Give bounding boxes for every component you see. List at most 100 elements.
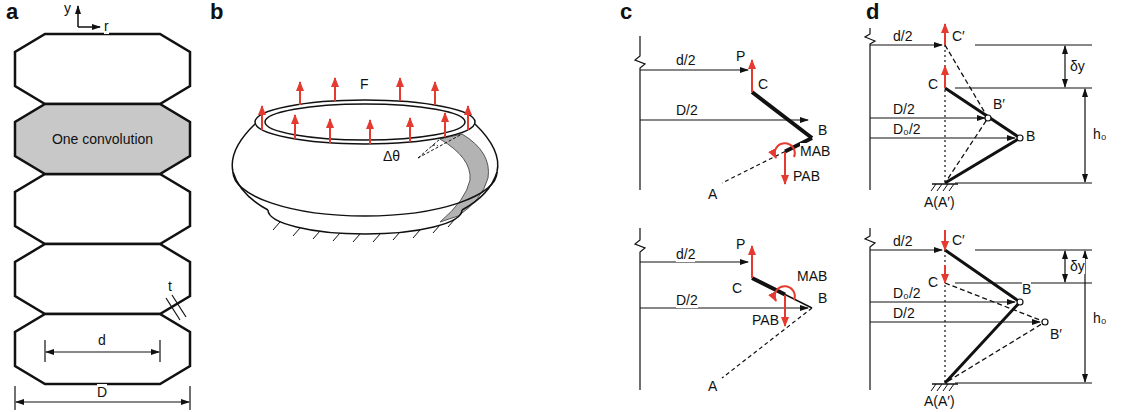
panel-letter: b <box>210 0 223 24</box>
dotted-axis <box>944 250 945 383</box>
symmetry-axis <box>635 36 645 190</box>
ground-hatch <box>333 233 340 241</box>
fixed-support <box>937 384 942 391</box>
dimension-label: D/2 <box>676 102 698 118</box>
point-label: B′ <box>993 96 1005 112</box>
panel-letter: d <box>866 0 879 24</box>
point-label: A <box>708 186 717 202</box>
load-arrow <box>944 230 946 250</box>
point-label: B <box>1026 128 1035 144</box>
angle-marker <box>418 134 462 158</box>
load-arrow <box>752 60 795 326</box>
force-arrow <box>399 78 401 101</box>
dimension-label: D/2 <box>893 101 915 117</box>
linkage <box>945 250 1020 383</box>
force-label: F <box>360 76 369 92</box>
dimension-label: D₀/2 <box>893 285 921 301</box>
fixed-support <box>943 184 948 191</box>
force-label: P <box>736 48 745 64</box>
load-arrow <box>775 286 795 301</box>
symmetry-axis <box>635 28 875 390</box>
dimension-line <box>870 137 1015 138</box>
axis-label: y <box>64 0 71 16</box>
point-label: B <box>1022 281 1031 297</box>
force-label: MAB <box>797 268 827 284</box>
ground-hatch <box>273 222 280 230</box>
bellows-convolution <box>15 244 190 314</box>
dimension-line <box>870 45 1092 383</box>
dimension-line <box>640 119 808 120</box>
beam-segment <box>785 295 812 309</box>
ground-hatch <box>393 232 400 240</box>
force-label: PAB <box>752 312 779 328</box>
fixed-support <box>937 184 942 191</box>
dimension-line <box>870 321 1040 322</box>
point-label: C′ <box>952 232 965 248</box>
ground-hatch <box>448 219 455 227</box>
angle-marker <box>418 134 462 158</box>
ground-hatch <box>413 230 420 238</box>
hinge-point <box>1042 319 1048 325</box>
axis-arrows <box>77 6 79 27</box>
dimension-label: d/2 <box>676 52 695 68</box>
symmetry-axis <box>865 28 875 190</box>
dimension-label: h₀ <box>1093 126 1107 142</box>
force-arrow <box>261 106 263 130</box>
angle-marker <box>432 145 438 146</box>
linkage <box>945 283 1045 383</box>
dimension-line <box>14 386 15 410</box>
dotted-axis <box>944 45 945 383</box>
fixed-support <box>931 384 936 391</box>
load-arrow <box>751 60 753 92</box>
convolution-outline <box>15 104 190 174</box>
point-label: C <box>928 274 938 290</box>
dimension-line <box>1064 251 1065 282</box>
beam-segment <box>722 308 812 378</box>
hinge-point <box>985 115 1048 325</box>
fixed-support <box>931 184 936 191</box>
angle-label: Δθ <box>383 148 400 164</box>
force-arrow <box>434 82 436 105</box>
dimension-line <box>640 69 748 70</box>
bellows-convolution <box>15 34 190 384</box>
ground-hatch <box>373 234 380 242</box>
dimension-line <box>172 295 186 317</box>
load-arrow <box>944 265 946 283</box>
dimension-label: δy <box>1070 58 1085 74</box>
dimension-label: D/2 <box>893 305 915 321</box>
dimension-line <box>16 401 189 402</box>
dimension-label: d/2 <box>893 233 912 249</box>
point-label: B′ <box>1050 326 1062 342</box>
dimension-label: d/2 <box>893 28 912 44</box>
point-label: A <box>708 378 717 394</box>
ring-convolution <box>255 100 475 144</box>
symmetry-axis <box>635 228 645 390</box>
dimension-line <box>975 249 1092 250</box>
ring-convolution <box>265 104 465 140</box>
hinge-point <box>1017 135 1023 141</box>
load-arrow <box>775 143 795 158</box>
dimension-label: D <box>97 384 107 400</box>
angle-marker <box>418 139 440 158</box>
point-label: B <box>818 290 827 306</box>
hinge-point <box>985 115 991 121</box>
ring-convolution <box>462 124 498 210</box>
panel-letter: c <box>620 0 632 24</box>
force-arrow <box>299 82 301 105</box>
dimension-line <box>640 70 808 308</box>
dotted-axis <box>944 45 945 183</box>
point-label: C′ <box>952 28 965 44</box>
ground-hatch <box>313 231 320 239</box>
load-arrow <box>944 24 946 45</box>
dimension-line <box>640 307 808 308</box>
force-arrow <box>294 115 296 139</box>
axis-arrows <box>78 26 100 28</box>
bellows-convolution <box>15 34 190 104</box>
node-text: One convolution <box>52 131 153 147</box>
linkage <box>945 45 988 183</box>
force-label: MAB <box>800 143 830 159</box>
bellows-convolution <box>15 174 190 244</box>
point-label: B <box>818 122 827 138</box>
ground-hatch <box>433 225 440 233</box>
